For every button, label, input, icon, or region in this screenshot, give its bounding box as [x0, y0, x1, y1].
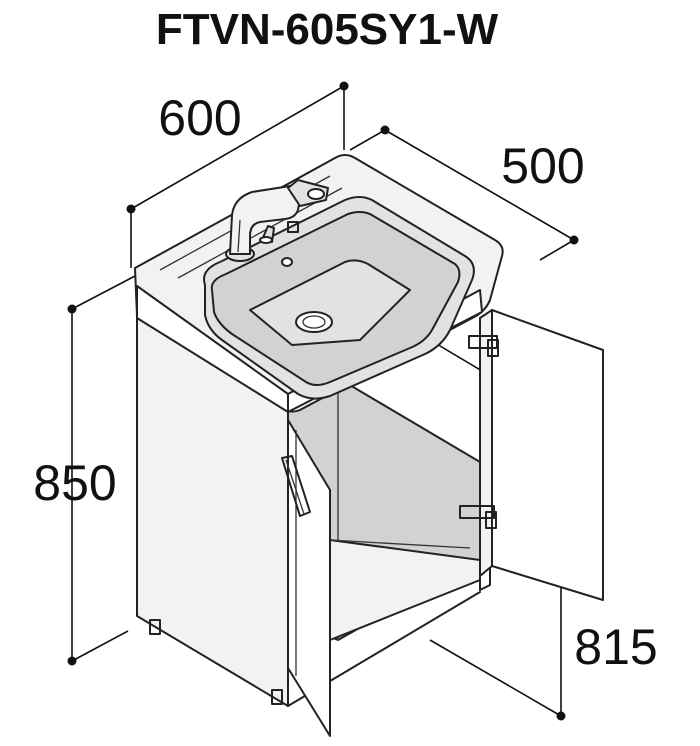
drain [295, 311, 333, 333]
height-dimension: 850 [33, 275, 136, 666]
depth-label: 500 [501, 138, 584, 194]
right-door [459, 309, 604, 601]
model-title: FTVN-605SY1-W [156, 5, 499, 54]
basin-counter [134, 154, 504, 413]
hinge-top [468, 335, 499, 357]
width-label: 600 [158, 90, 241, 146]
hinge-bottom [459, 505, 497, 529]
height-label: 850 [33, 455, 116, 511]
overflow-hole [281, 257, 293, 267]
door-handle [281, 455, 311, 517]
depth-dimension: 500 [349, 125, 585, 261]
width-dimension: 600 [126, 81, 349, 268]
faucet [225, 179, 329, 262]
counter-height-label: 815 [574, 619, 657, 675]
left-door [281, 419, 331, 737]
